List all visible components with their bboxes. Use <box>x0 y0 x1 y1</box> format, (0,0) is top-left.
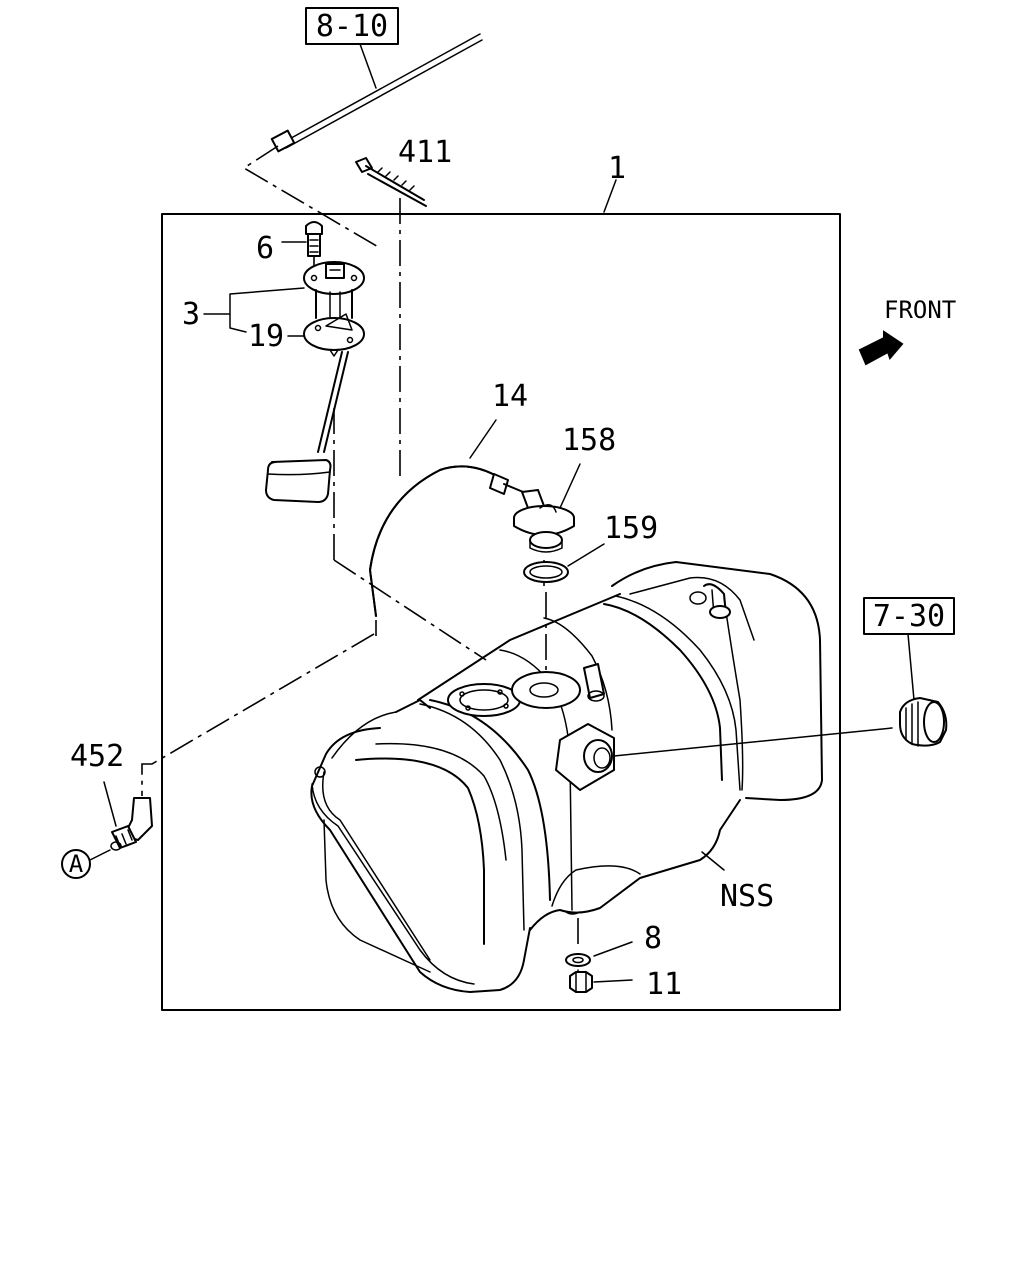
label-gauge-unit: 3 <box>182 297 200 332</box>
gasket-part[interactable] <box>523 543 605 690</box>
reference-label-wiring: 8-10 <box>316 9 388 44</box>
connector-part[interactable] <box>89 781 153 861</box>
cap-reference[interactable]: 7-30 <box>863 597 955 635</box>
reference-box-wiring[interactable] <box>305 7 399 45</box>
fuel-cap-part[interactable] <box>613 633 948 757</box>
label-assembly: 1 <box>608 151 626 186</box>
screw-part[interactable] <box>281 221 323 272</box>
label-screw: 6 <box>256 231 274 266</box>
circle-a-label: A <box>69 850 84 878</box>
nut-part[interactable] <box>569 971 633 993</box>
label-nut: 11 <box>646 967 682 1002</box>
reference-box-cap[interactable] <box>863 597 955 635</box>
label-clip: 411 <box>398 135 452 170</box>
reference-label-cap: 7-30 <box>873 599 945 634</box>
label-hose: 14 <box>492 379 528 414</box>
wiring-reference[interactable]: 8-10 <box>305 7 399 45</box>
vent-valve-part[interactable] <box>513 463 581 590</box>
front-indicator: FRONT <box>858 296 956 366</box>
fuel-tank-body <box>310 561 823 993</box>
wiring-harness <box>242 33 483 249</box>
label-vent-valve: 158 <box>562 423 616 458</box>
front-label: FRONT <box>884 296 956 324</box>
gauge-unit-part[interactable] <box>265 261 487 661</box>
hose-part[interactable] <box>141 419 529 796</box>
label-gasket: 159 <box>604 511 658 546</box>
assembly-frame <box>161 213 841 1011</box>
label-packing: 19 <box>248 319 284 354</box>
label-connector: 452 <box>70 739 124 774</box>
clip-part[interactable] <box>355 157 427 480</box>
washer-part[interactable] <box>565 941 633 967</box>
label-nss: NSS <box>720 879 774 914</box>
circle-a-marker: A <box>61 849 91 879</box>
front-arrow-icon <box>858 330 904 366</box>
label-washer: 8 <box>644 921 662 956</box>
